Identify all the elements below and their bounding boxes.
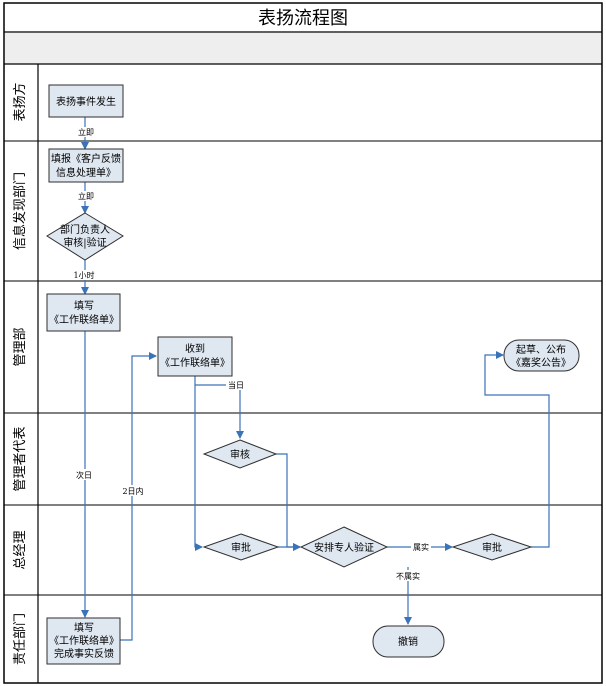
node-dept-head-verify: 部门负责人 审核|验证 — [46, 212, 124, 261]
svg-text:收到: 收到 — [185, 342, 205, 355]
svg-text:《工作联络单》: 《工作联络单》 — [160, 356, 230, 369]
svg-text:表扬事件发生: 表扬事件发生 — [56, 95, 116, 108]
node-fill-contact-sheet-admin: 填写 《工作联络单》 — [46, 293, 121, 332]
svg-text:完成事实反馈: 完成事实反馈 — [54, 647, 114, 660]
edge-label-same-day: 当日 — [228, 380, 244, 390]
lane-label-discovery-dept: 信息发现部门 — [12, 172, 28, 250]
svg-text:审批: 审批 — [482, 541, 502, 554]
svg-text:填写: 填写 — [74, 299, 94, 312]
edge-receive-to-review — [194, 376, 244, 439]
edge-label-immediately-1: 立即 — [78, 127, 94, 137]
svg-text:安排专人验证: 安排专人验证 — [314, 541, 374, 554]
svg-text:撤销: 撤销 — [398, 635, 418, 648]
svg-text:部门负责人: 部门负责人 — [60, 223, 110, 236]
header-band — [5, 33, 601, 64]
svg-text:《工作联络单》: 《工作联络单》 — [49, 313, 119, 326]
svg-text:填报《客户反馈: 填报《客户反馈 — [51, 152, 121, 165]
svg-text:信息处理单》: 信息处理单》 — [56, 166, 116, 179]
lane-label-mgmt-rep: 管理者代表 — [13, 426, 28, 491]
node-approve-1: 审批 — [202, 533, 280, 561]
node-fill-feedback-form: 填报《客户反馈 信息处理单》 — [48, 148, 124, 183]
node-assign-verification: 安排专人验证 — [299, 526, 389, 568]
edge-label-true: 属实 — [413, 542, 429, 552]
svg-text:审核|验证: 审核|验证 — [63, 236, 106, 249]
node-fill-contact-sheet-responsible: 填写 《工作联络单》 完成事实反馈 — [46, 617, 121, 665]
edge-responsible-to-receive — [120, 352, 157, 641]
svg-text:《工作联络单》: 《工作联络单》 — [49, 634, 119, 647]
edge-label-not-true: 不属实 — [396, 571, 420, 581]
node-receive-contact-sheet: 收到 《工作联络单》 — [157, 336, 233, 377]
node-review: 审核 — [202, 439, 278, 469]
svg-text:审核: 审核 — [230, 448, 250, 461]
svg-text:审批: 审批 — [231, 541, 251, 554]
lane-label-admin-dept: 管理部 — [13, 327, 28, 366]
edge-receive-to-approve-1 — [194, 385, 203, 551]
edge-label-next-day: 次日 — [76, 470, 92, 480]
lane-label-praiser: 表扬方 — [12, 82, 28, 121]
node-draft-announcement: 起草、公布 《嘉奖公告》 — [503, 339, 580, 372]
edge-label-immediately-2: 立即 — [78, 191, 94, 201]
edge-label-one-hour: 1小时 — [73, 270, 94, 280]
node-praise-event: 表扬事件发生 — [48, 84, 124, 118]
diagram-title: 表扬流程图 — [258, 8, 348, 29]
svg-text:《嘉奖公告》: 《嘉奖公告》 — [511, 356, 571, 369]
edge-label-within-2-days: 2日内 — [122, 486, 143, 496]
node-withdraw: 撤销 — [372, 625, 445, 658]
svg-text:起草、公布: 起草、公布 — [516, 344, 566, 356]
node-approve-2: 审批 — [451, 533, 533, 561]
lane-label-responsible-dept: 责任部门 — [13, 613, 28, 665]
svg-text:填写: 填写 — [74, 621, 94, 634]
lane-label-general-manager: 总经理 — [13, 530, 28, 569]
edge-approve-2-to-announcement — [484, 351, 550, 548]
